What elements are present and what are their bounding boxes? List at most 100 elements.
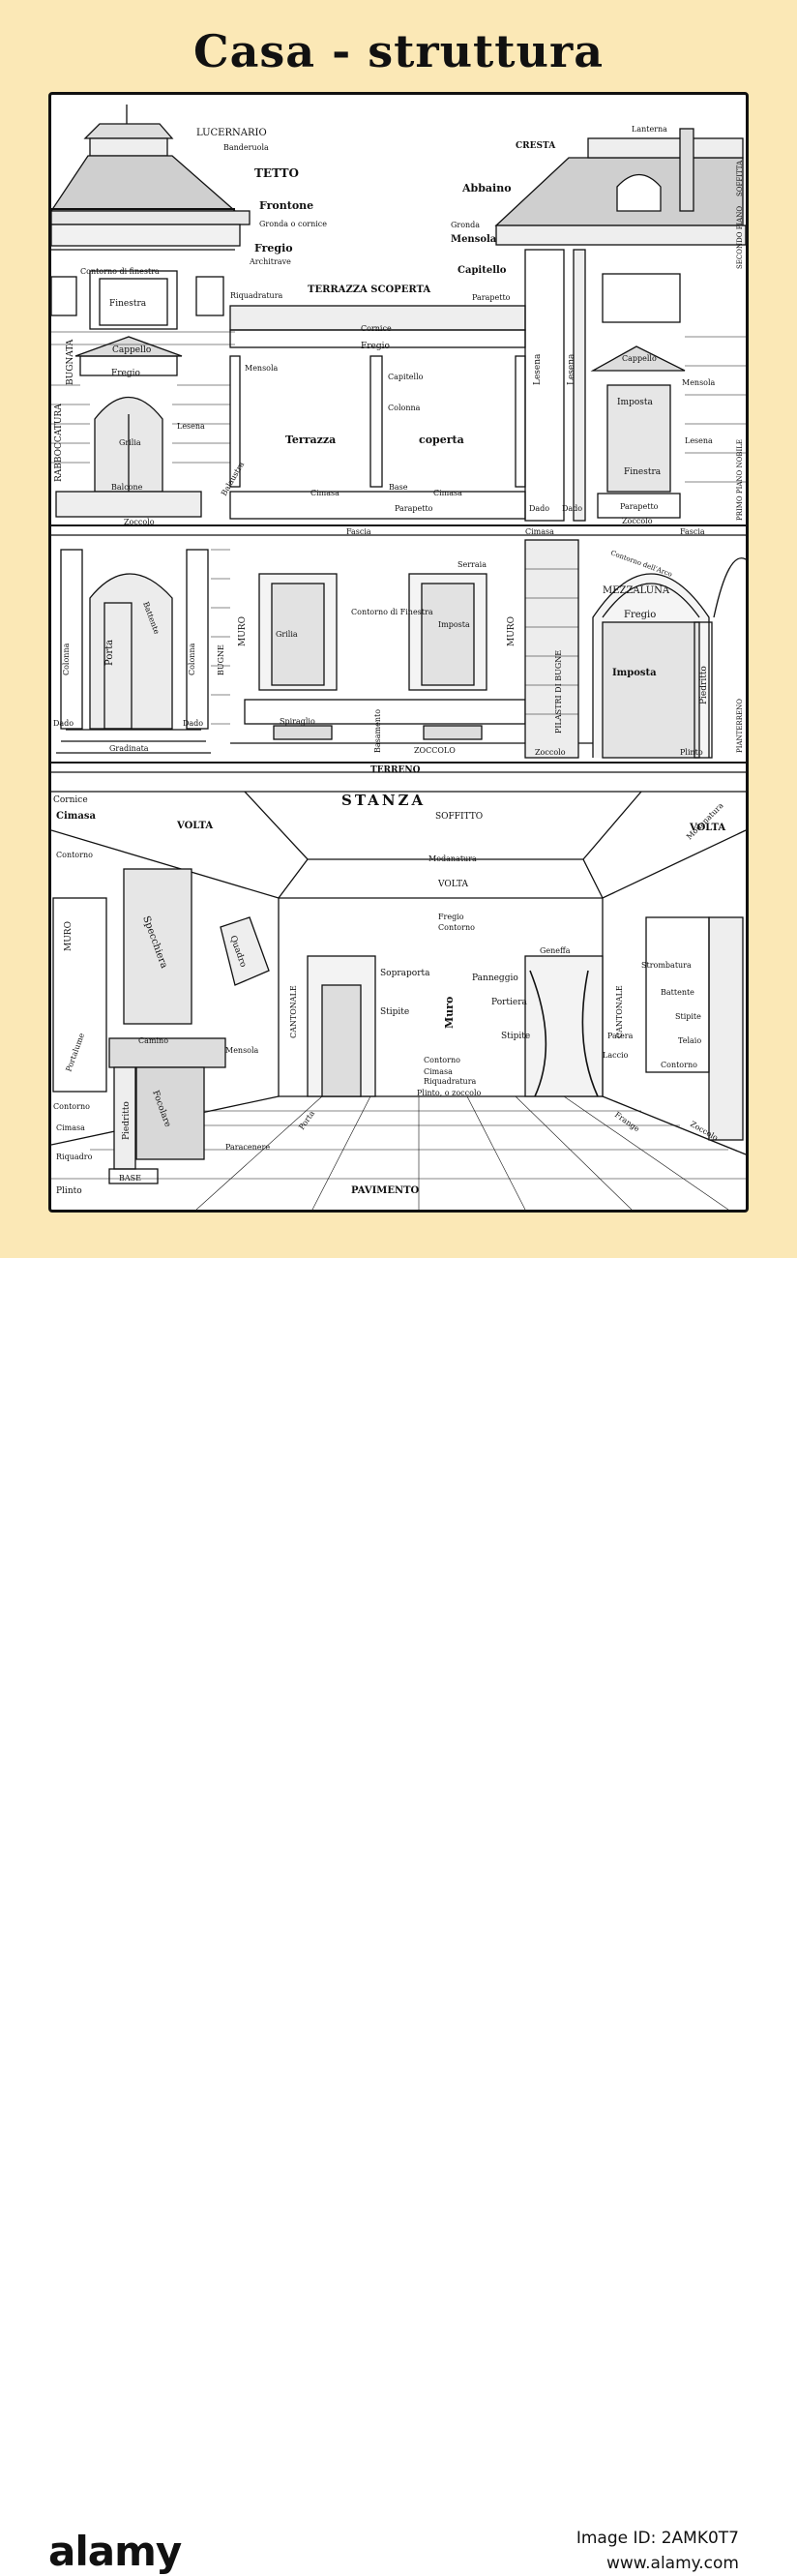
label-stanza: STANZA <box>341 792 426 809</box>
label-basamento: Basamento <box>373 709 382 753</box>
label-cimasa-terrace1: Cimasa <box>310 489 339 497</box>
label-volta-left: VOLTA <box>176 821 213 831</box>
label-porta: Porta <box>104 640 115 666</box>
house-structure-illustration: LUCERNARIO Banderuola TETTO Frontone Gro… <box>51 105 746 1210</box>
label-riquadratura: Riquadratura <box>230 291 283 300</box>
label-colonna-left: Colonna <box>62 643 71 675</box>
label-lesena-right3: Lesena <box>685 436 713 445</box>
label-spiraglio: Spiraglio <box>280 717 315 726</box>
label-rabboccatura: RABBOCCATURA <box>54 404 64 482</box>
illustration-frame: LUCERNARIO Banderuola TETTO Frontone Gro… <box>48 92 749 1213</box>
label-cappello-left: Cappello <box>112 345 151 355</box>
label-modanatura-right: Modanatura <box>685 801 725 842</box>
label-stipite-portiera: Stipite <box>501 1032 530 1041</box>
label-imposta-upper: Imposta <box>617 398 654 407</box>
label-mensola-window-right: Mensola <box>682 378 716 387</box>
label-grilia-ground: Grilia <box>276 630 298 639</box>
label-cresta: CRESTA <box>516 141 556 151</box>
label-contorno-room-center: Contorno <box>438 923 475 932</box>
label-banderuola: Banderuola <box>223 143 269 152</box>
label-cantonale-left: CANTONALE <box>289 985 298 1038</box>
label-bugnata: BUGNATA <box>66 339 75 385</box>
label-muro-room-left: MURO <box>64 921 74 951</box>
stock-footer: alamy Image ID: 2AMK0T7 www.alamy.com <box>0 1258 797 2575</box>
label-cimasa-room-floor: Cimasa <box>56 1123 85 1132</box>
label-telaio: Telaio <box>678 1036 701 1045</box>
label-contorno-arco: Contorno dell'Arco <box>609 549 673 578</box>
label-laccio: Laccio <box>603 1051 629 1060</box>
label-imposta-ground: Imposta <box>612 668 657 678</box>
label-plinto-right: Plinto <box>680 748 703 757</box>
label-plinto-room: Plinto <box>56 1186 82 1196</box>
label-base-fireplace: BASE <box>119 1174 141 1183</box>
label-dado-right2: Dado <box>562 504 582 513</box>
label-strombatura: Strombatura <box>641 961 692 970</box>
label-frontone: Frontone <box>259 199 313 212</box>
label-cimasa-terrace2: Cimasa <box>433 489 462 497</box>
label-contorno-right: Contorno <box>661 1061 697 1069</box>
label-riquadro: Riquadro <box>56 1153 93 1161</box>
label-mensola-terrace: Mensola <box>245 364 279 373</box>
image-id-text: Image ID: 2AMK0T7 <box>576 2529 739 2548</box>
label-mezzaluna: MEZZALUNA <box>603 585 670 596</box>
label-stipite-center: Stipite <box>380 1007 409 1017</box>
label-fregio-top: Fregio <box>254 242 293 255</box>
label-fregio-arch: Fregio <box>624 610 656 620</box>
label-cappello-right: Cappello <box>622 354 657 363</box>
label-cimasa-room: Cimasa <box>56 811 96 822</box>
label-lesena-right1: Lesena <box>533 353 543 385</box>
label-colonna-terrace: Colonna <box>388 404 421 412</box>
label-pavimento: PAVIMENTO <box>351 1185 420 1196</box>
label-piedritto-arch: Piedritto <box>699 666 709 704</box>
label-parapetto-top: Parapetto <box>472 293 511 302</box>
label-bugne-left: BUGNE <box>217 644 225 675</box>
label-modanatura-center: Modanatura <box>428 854 477 863</box>
label-lucernario: LUCERNARIO <box>196 128 267 138</box>
label-fregio-window: Fregio <box>111 369 140 378</box>
label-serraia: Serraia <box>458 560 487 569</box>
label-parapetto-right: Parapetto <box>620 502 659 511</box>
label-contorno-room-floor: Contorno <box>53 1102 90 1111</box>
label-coperta: coperta <box>419 434 464 446</box>
label-panneggio: Panneggio <box>472 973 518 983</box>
label-geneffa: Geneffa <box>540 946 571 955</box>
label-portalume: Portalume <box>64 1032 86 1073</box>
label-volta-center: VOLTA <box>437 880 468 889</box>
label-imposta-center: Imposta <box>438 620 470 629</box>
label-balcone: Balcone <box>111 483 143 492</box>
label-muro-left: MURO <box>238 616 248 646</box>
label-cantonale-right: CANTONALE <box>615 985 624 1038</box>
label-fregio-terrace: Fregio <box>361 342 390 351</box>
label-soffitta: SOFFITTA <box>736 160 744 196</box>
label-cornice-terrace: Cornice <box>361 324 392 333</box>
label-gradinata: Gradinata <box>109 744 149 753</box>
label-dado-left1: Dado <box>53 719 74 728</box>
label-zoccolo-ground: ZOCCOLO <box>414 746 456 755</box>
label-cornice-room: Cornice <box>53 795 88 805</box>
label-portiera: Portiera <box>491 998 528 1007</box>
label-muro-center: MURO <box>507 616 517 646</box>
label-battente-right: Battente <box>661 988 694 997</box>
label-primo-piano-nobile: PRIMO PIANO NOBILE <box>736 439 744 521</box>
site-url-text: www.alamy.com <box>605 2554 739 2573</box>
label-piedritto-fireplace: Piedritto <box>122 1101 132 1140</box>
label-secondo-piano: SECONDO PIANO <box>736 206 744 269</box>
label-fascia-right: Fascia <box>680 527 705 536</box>
label-terreno: TERRENO <box>370 765 421 775</box>
label-capitello-right: Capitello <box>458 265 507 276</box>
label-cimasa-right: Cimasa <box>525 527 554 536</box>
label-plinto-zoccolo: Plinto, o zoccolo <box>417 1089 481 1097</box>
label-dado-right1: Dado <box>529 504 549 513</box>
label-terrazza: Terrazza <box>285 434 336 446</box>
label-fascia-center: Fascia <box>346 527 371 536</box>
label-mensola-room: Mensola <box>225 1046 259 1055</box>
label-gronda-cornice: Gronda o cornice <box>259 220 327 228</box>
label-sopraporta: Sopraporta <box>380 969 430 978</box>
label-volta-right: VOLTA <box>689 823 725 833</box>
label-zoccolo-balcony: Zoccolo <box>124 518 155 526</box>
label-dado-left2: Dado <box>183 719 203 728</box>
label-muro-room-center: Muro <box>443 997 456 1029</box>
label-soffitto: SOFFITTO <box>435 812 483 822</box>
alamy-logo: alamy <box>48 2528 182 2575</box>
label-paracenere: Paracenere <box>225 1143 270 1152</box>
